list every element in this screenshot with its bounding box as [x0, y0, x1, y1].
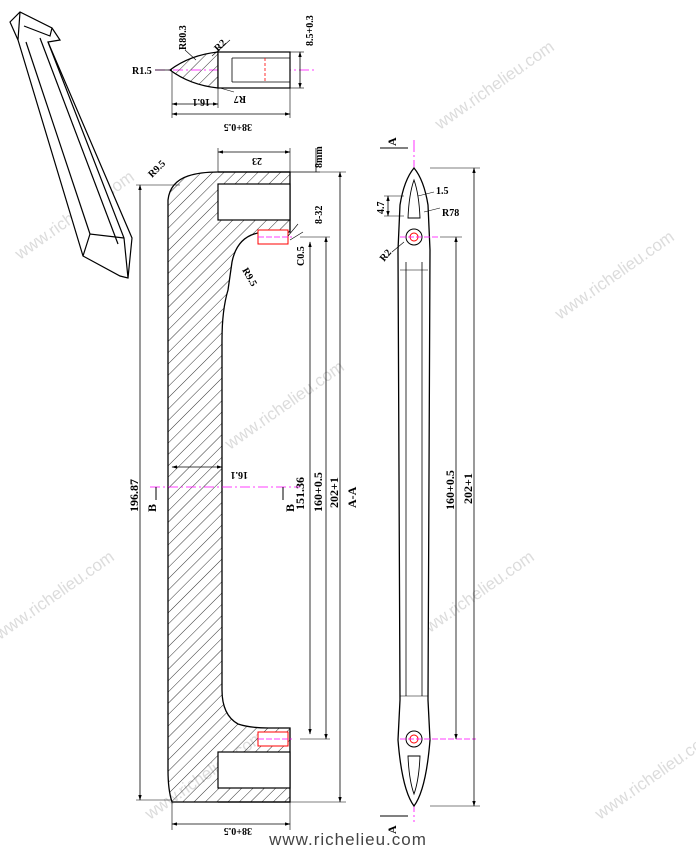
label-section-aa: A-A — [345, 486, 359, 508]
label-cut-b-left: B — [145, 504, 159, 512]
watermark-text: www.richelieu.com — [221, 357, 348, 454]
label-r80-3: R80.3 — [178, 25, 189, 50]
footer-url: www.richelieu.com — [269, 830, 427, 849]
section-view: R9.5 23 8mm 8-32 C0.5 R9.5 16.1 196.87 1… — [127, 146, 359, 836]
label-16-1-mid: 16.1 — [231, 469, 249, 480]
watermark-layer: www.richelieu.com www.richelieu.com www.… — [0, 37, 696, 824]
label-151-36: 151.36 — [293, 477, 307, 510]
label-r9-5-top: R9.5 — [146, 158, 168, 180]
label-cut-a-bottom: A — [385, 825, 399, 834]
label-1-5: 1.5 — [436, 186, 449, 197]
label-8-32: 8-32 — [314, 206, 325, 224]
label-r9-5-inner: R9.5 — [239, 266, 258, 289]
label-r2-side: R2 — [378, 247, 394, 263]
label-160-section: 160+0.5 — [311, 472, 325, 512]
label-r1-5: R1.5 — [132, 66, 152, 77]
label-38-top: 38+0.5 — [224, 121, 252, 132]
label-8mm: 8mm — [314, 146, 325, 168]
label-r78: R78 — [442, 208, 459, 219]
watermark-text: www.richelieu.com — [0, 547, 118, 644]
label-160-side: 160+0.5 — [443, 470, 457, 510]
label-r7: R7 — [234, 93, 246, 104]
watermark-text: www.richelieu.com — [551, 227, 678, 324]
label-23: 23 — [252, 155, 262, 166]
label-16-1: 16.1 — [193, 96, 211, 107]
side-view: A A 1.5 4.7 R78 R2 160+0.5 202+1 — [376, 137, 480, 834]
label-thickness: 8.5+0.3 — [305, 15, 316, 46]
label-196-87: 196.87 — [127, 479, 141, 512]
label-cut-b-right: B — [283, 504, 297, 512]
label-c0-5: C0.5 — [296, 246, 307, 266]
label-cut-a-top: A — [385, 137, 399, 146]
top-profile-drawing: R80.3 R2 8.5+0.3 R1.5 R7 16.1 38+0.5 — [132, 15, 316, 132]
label-38-bottom: 38+0.5 — [224, 825, 252, 836]
watermark-text: www.richelieu.com — [431, 37, 558, 134]
perspective-sketch — [9, 11, 133, 279]
label-4-7: 4.7 — [376, 202, 387, 215]
label-202-section: 202+1 — [327, 477, 341, 508]
label-202-side: 202+1 — [461, 473, 475, 504]
watermark-text: www.richelieu.com — [591, 727, 696, 824]
